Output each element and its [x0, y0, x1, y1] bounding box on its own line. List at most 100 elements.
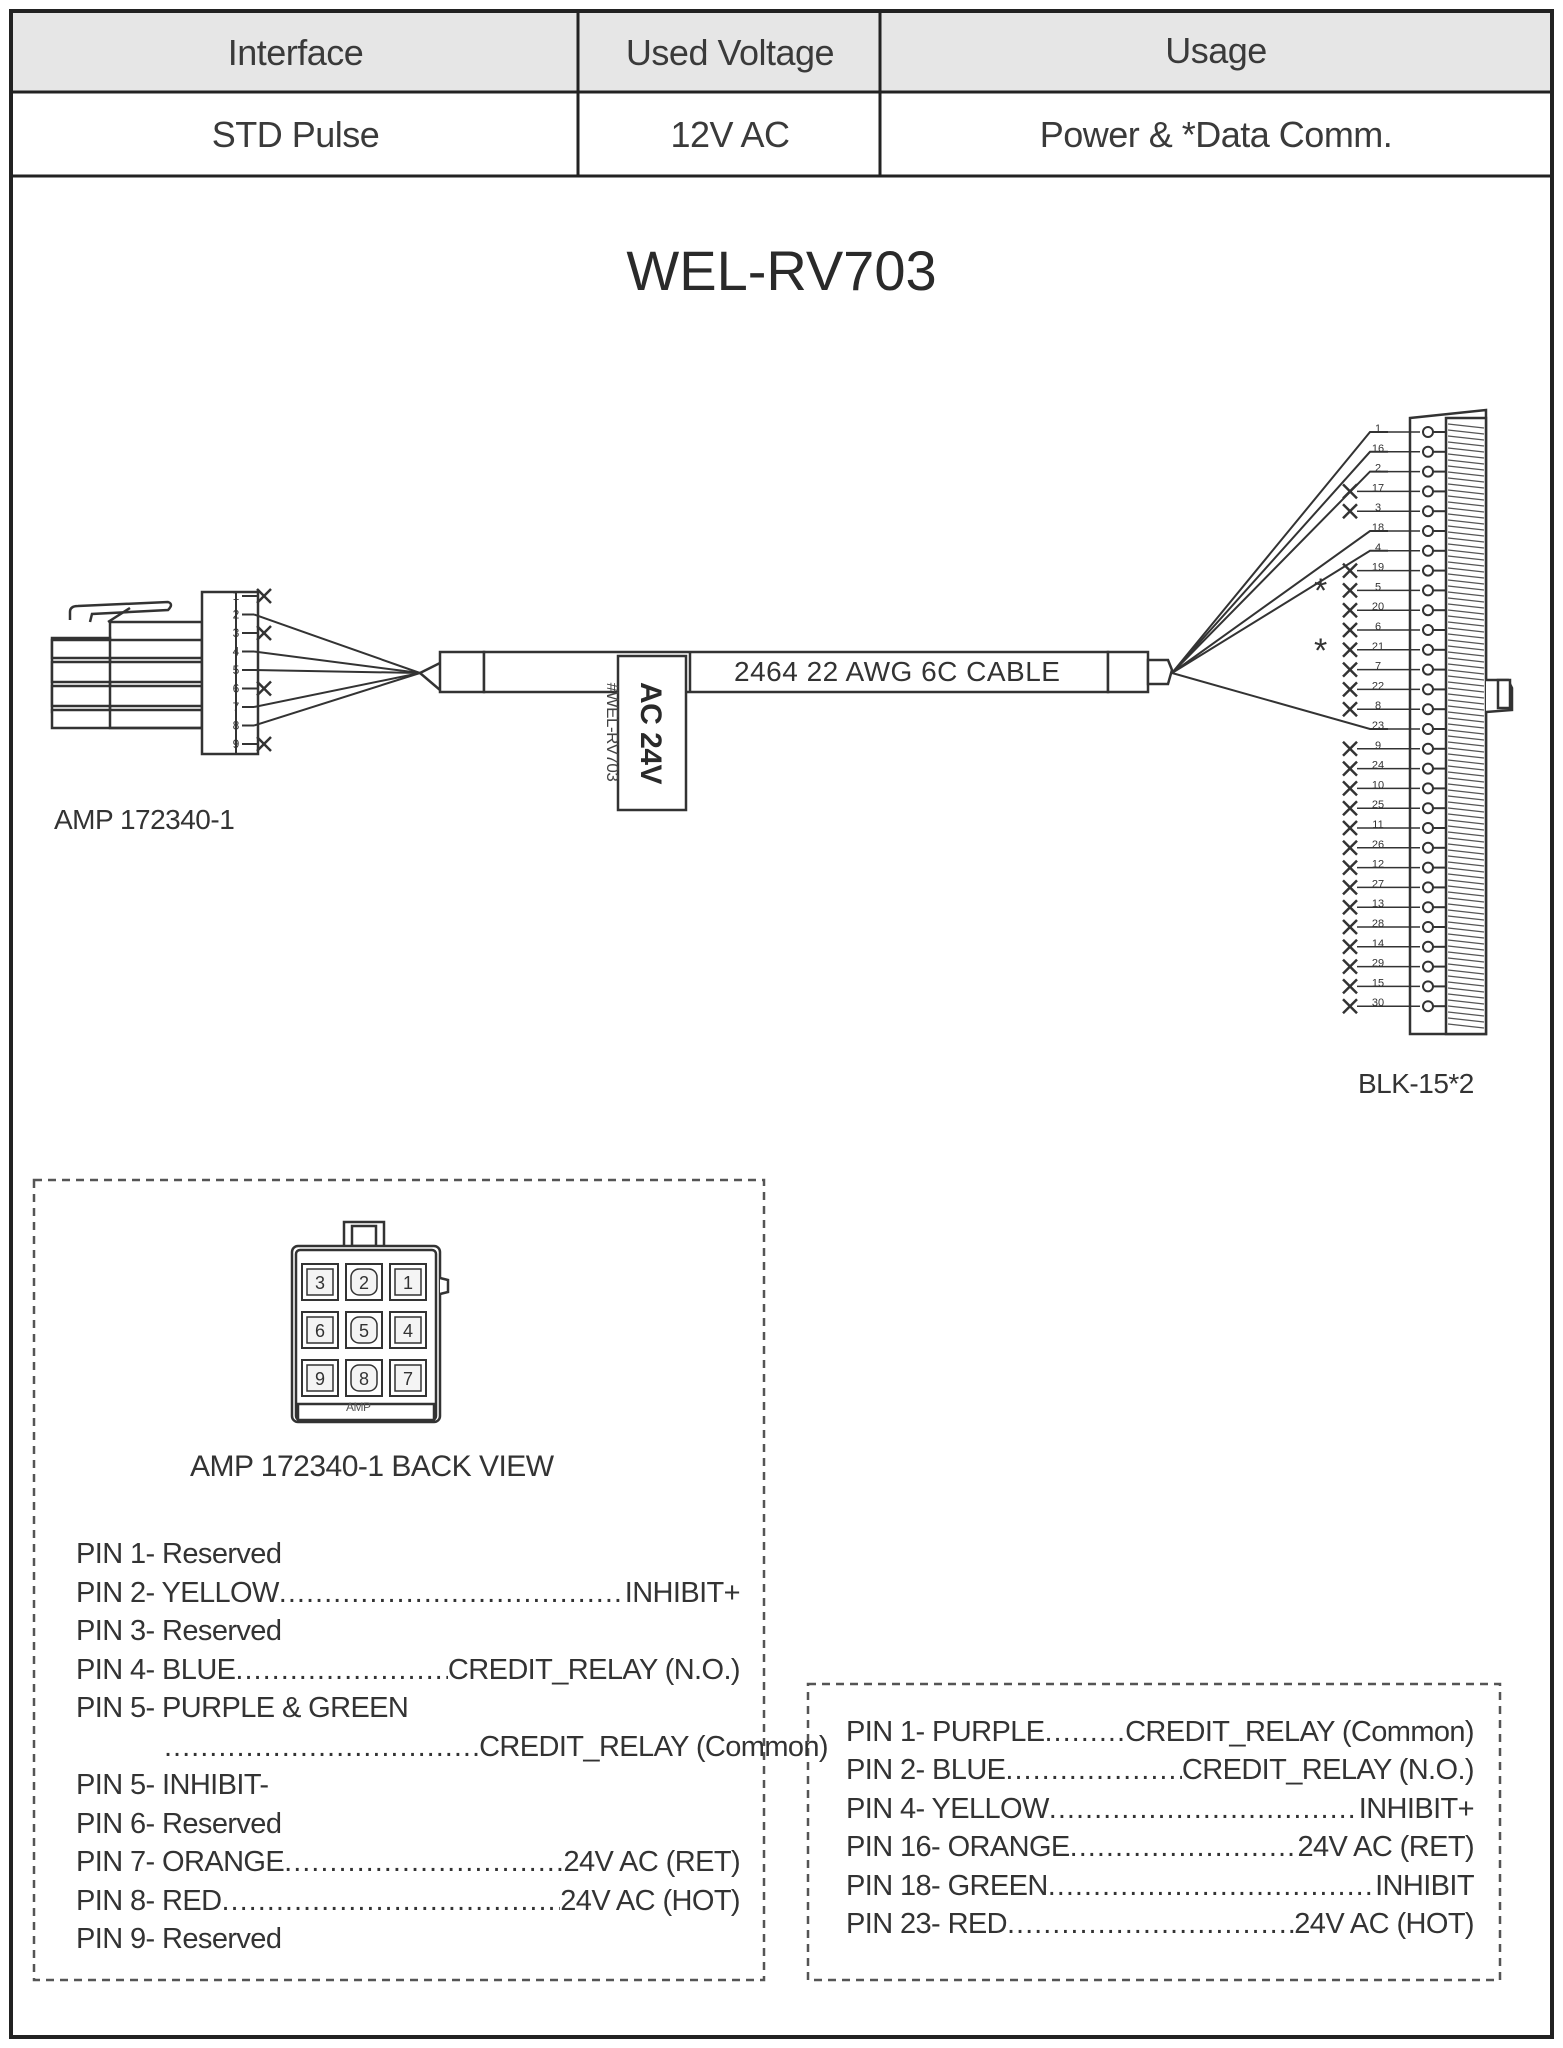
leader-dots: [1007, 1908, 1294, 1941]
hatch-line: [1447, 459, 1485, 465]
hatch-line: [1447, 957, 1485, 963]
hatch-line: [1447, 555, 1485, 561]
terminal-screw: [1422, 762, 1434, 775]
right-unused-pin-x: [1342, 681, 1358, 698]
pinout-value: INHIBIT+: [1358, 1792, 1475, 1825]
block-pin-number: 22: [1372, 680, 1384, 692]
pinout-line: PIN 4- YELLOWINHIBIT+: [846, 1792, 1475, 1826]
hatch-line: [1447, 891, 1485, 897]
hatch-line: [1447, 867, 1485, 873]
block-pin-number: 29: [1372, 958, 1384, 970]
pinout-label: PIN 5- PURPLE & GREEN: [76, 1692, 409, 1724]
terminal-block-hatch: [1447, 423, 1485, 1029]
leader-dots: [221, 1885, 560, 1918]
hatch-line: [1447, 975, 1485, 981]
hatch-line: [1447, 447, 1485, 453]
hatch-line: [1447, 549, 1485, 555]
terminal-screw: [1422, 683, 1434, 696]
hatch-line: [1447, 567, 1485, 573]
left-pin-number: 4: [233, 645, 240, 659]
leader-dots: [1048, 1870, 1375, 1903]
cable-tag-voltage: AC 24V: [634, 681, 667, 785]
terminal-screw: [1422, 465, 1434, 478]
hatch-line: [1447, 879, 1485, 885]
hatch-line: [1447, 741, 1485, 747]
terminal-screw: [1422, 426, 1434, 438]
leader-dots: [1070, 1831, 1298, 1864]
hatch-line: [1447, 711, 1485, 717]
hatch-line: [1447, 681, 1485, 687]
pinout-label: PIN 1- Reserved: [76, 1538, 282, 1570]
pinout-line: PIN 1- Reserved: [76, 1538, 740, 1571]
pinout-line: PIN 23- RED24V AC (HOT): [846, 1908, 1475, 1941]
back-view-pin-label: 9: [315, 1369, 325, 1389]
hatch-line: [1447, 1023, 1485, 1029]
hatch-line: [1447, 1011, 1485, 1017]
right-unused-pin-x: [1342, 622, 1358, 638]
hatch-line: [1447, 951, 1485, 957]
back-view-title: AMP 172340-1 BACK VIEW: [190, 1450, 554, 1483]
pinout-value: 24V AC (HOT): [1294, 1908, 1474, 1940]
leader-dots: [284, 1846, 563, 1879]
pinout-line: PIN 18- GREENINHIBIT: [846, 1869, 1475, 1903]
pinout-line: PIN 4- BLUECREDIT_RELAY (N.O.): [76, 1654, 741, 1687]
hatch-line: [1447, 921, 1485, 927]
hatch-line: [1447, 909, 1485, 915]
right-wire: [1171, 549, 1388, 674]
pinout-line: PIN 3- Reserved: [76, 1615, 740, 1648]
hatch-line: [1447, 537, 1485, 543]
pinout-line: PIN 2- YELLOWINHIBIT+: [76, 1577, 741, 1610]
terminal-screw: [1422, 841, 1434, 854]
hatch-line: [1447, 423, 1485, 429]
block-pin-number: 18: [1372, 522, 1384, 534]
terminal-screw: [1422, 703, 1434, 716]
left-pin-number: 6: [233, 682, 240, 696]
block-pin-number: 25: [1372, 799, 1384, 811]
pinout-line: PIN 5- PURPLE & GREEN: [76, 1692, 740, 1725]
terminal-screw: [1422, 822, 1434, 834]
right-pinout-box: [806, 1682, 1502, 1982]
hatch-line: [1447, 603, 1485, 609]
hatch-line: [1447, 651, 1485, 657]
hatch-line: [1447, 453, 1485, 459]
hatch-line: [1447, 753, 1485, 759]
hatch-line: [1447, 609, 1485, 615]
hatch-line: [1447, 657, 1485, 663]
hatch-line: [1447, 897, 1485, 903]
back-view-pin-label: 7: [403, 1369, 413, 1389]
right-unused-pin-x: [1342, 839, 1358, 856]
pinout-value: 24V AC (RET): [1297, 1831, 1474, 1864]
pinout-line: PIN 7- ORANGE24V AC (RET): [76, 1846, 741, 1879]
left-pin-number: 5: [233, 663, 240, 677]
right-fan-wires: [1171, 431, 1388, 730]
terminal-screw: [1422, 960, 1434, 973]
right-wire: [1171, 431, 1388, 674]
hatch-line: [1447, 771, 1485, 777]
pinout-label: PIN 8- RED: [76, 1884, 222, 1917]
block-pin-number: 13: [1372, 898, 1384, 910]
hatch-line: [1447, 831, 1485, 837]
hatch-line: [1447, 849, 1485, 855]
cable-tag-model: #WEL-RV703: [603, 682, 622, 782]
hatch-line: [1447, 861, 1485, 867]
right-wire: [1171, 672, 1388, 730]
block-pin-number: 21: [1372, 641, 1384, 653]
hatch-line: [1447, 639, 1485, 645]
pinout-line: PIN 5- INHIBIT-: [76, 1769, 740, 1802]
hatch-line: [1447, 561, 1485, 567]
pinout-value: 24V AC (HOT): [560, 1884, 740, 1917]
block-pin-number: 28: [1372, 918, 1384, 930]
right-unused-pin-x: [1342, 483, 1358, 500]
block-pin-number: 3: [1375, 502, 1381, 514]
hatch-line: [1447, 597, 1485, 603]
hatch-line: [1447, 429, 1485, 435]
hatch-line: [1447, 807, 1485, 813]
back-view-pin-label: 1: [403, 1273, 413, 1293]
terminal-screw: [1422, 643, 1434, 656]
right-unused-pin-x: [1342, 820, 1358, 836]
block-pin-number: 17: [1372, 482, 1384, 494]
pinout-value: INHIBIT: [1375, 1869, 1475, 1902]
leader-dots: [1049, 1793, 1359, 1826]
